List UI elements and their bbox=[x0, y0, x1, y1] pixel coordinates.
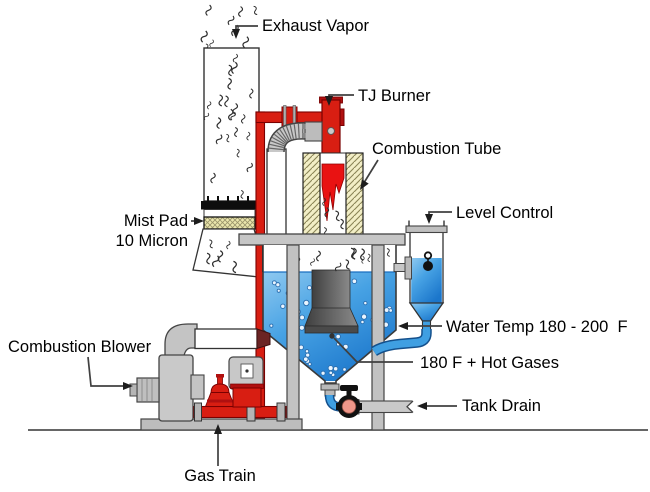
submerged-tube bbox=[311, 269, 351, 311]
burner-flame bbox=[321, 163, 345, 222]
blower-duct bbox=[194, 328, 258, 350]
drain-pipe bbox=[355, 400, 414, 414]
label-water-temp: Water Temp 180 - 200 F bbox=[446, 318, 628, 336]
label-gas-train: Gas Train bbox=[184, 467, 256, 485]
label-tj-burner: TJ Burner bbox=[358, 87, 431, 105]
submerged-cone bbox=[304, 307, 359, 327]
label-combustion-blower: Combustion Blower bbox=[8, 338, 152, 356]
sight-glass bbox=[327, 127, 335, 135]
blower-housing bbox=[158, 354, 194, 422]
level-control-leader bbox=[428, 211, 452, 219]
label-hot-gases: 180 F + Hot Gases bbox=[420, 354, 559, 372]
label-mist-pad-1: Mist Pad bbox=[124, 212, 188, 230]
leader-arrowheads bbox=[123, 29, 433, 434]
tank-drain-assembly bbox=[320, 383, 418, 418]
stack-flange bbox=[201, 201, 258, 210]
open-pipe-end bbox=[406, 400, 414, 413]
tank-lid bbox=[238, 233, 406, 246]
gas-train bbox=[193, 356, 287, 422]
level-control-outlet-pipe bbox=[371, 329, 432, 356]
blower-motor bbox=[136, 377, 160, 403]
label-mist-pad-2: 10 Micron bbox=[116, 232, 188, 250]
labels: Exhaust Vapor TJ Burner Combustion Tube … bbox=[8, 17, 628, 485]
mist-pad-section bbox=[201, 196, 258, 230]
air-riser-pipe bbox=[266, 148, 287, 237]
tank-leg-left bbox=[286, 244, 300, 422]
hot-gases-point bbox=[329, 333, 335, 339]
mist-pad bbox=[203, 216, 256, 230]
combustion-blower bbox=[129, 323, 271, 422]
float-ball bbox=[423, 261, 433, 271]
label-combustion-tube: Combustion Tube bbox=[372, 140, 501, 158]
hose-connection-fitting bbox=[304, 121, 323, 142]
drain-valve bbox=[336, 385, 362, 418]
equipment-base-plate bbox=[140, 418, 303, 431]
combustion-blower-leader bbox=[87, 356, 128, 387]
label-exhaust-vapor: Exhaust Vapor bbox=[262, 17, 370, 35]
label-tank-drain: Tank Drain bbox=[462, 397, 541, 415]
label-level-control: Level Control bbox=[456, 204, 553, 222]
gas-regulator bbox=[204, 374, 236, 407]
hot-gases-leader bbox=[333, 337, 413, 363]
gas-valve-actuator bbox=[228, 356, 264, 408]
exhaust-vapor-squiggles bbox=[199, 4, 260, 53]
flex-air-hose bbox=[267, 122, 308, 153]
duct-taper bbox=[256, 328, 271, 350]
level-control-cap bbox=[405, 225, 448, 234]
tank-leg-right bbox=[371, 244, 385, 431]
leader-lines bbox=[87, 25, 457, 466]
